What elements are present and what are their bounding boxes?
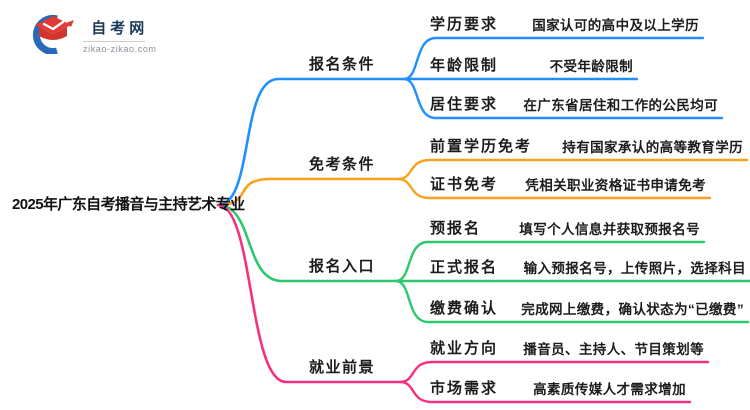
branch-label-baoming-tiaojian: 报名条件 [308, 56, 375, 73]
child-value-baoming-tiaojian-0: 国家认可的高中及以上学历 [532, 18, 699, 33]
child-line-baoming-rukou-2 [394, 279, 750, 324]
child-value-jiuye-qianjing-1: 高素质传媒人才需求增加 [533, 382, 686, 397]
child-line-jiuye-qianjing-0 [398, 360, 710, 384]
branch-label-miankao-tiaojian: 免考条件 [308, 156, 375, 173]
child-key-baoming-rukou-1: 正式报名 [430, 259, 499, 276]
child-value-baoming-rukou-1: 输入预报名号，上传照片，选择科目 [523, 261, 746, 276]
logo-site-name: 自考网 [91, 19, 149, 37]
child-value-baoming-tiaojian-1: 不受年龄限制 [549, 59, 633, 74]
branch-label-jiuye-qianjing: 就业前景 [308, 359, 375, 376]
child-key-jiuye-qianjing-0: 就业方向 [430, 340, 499, 357]
logo-divider [83, 40, 145, 42]
child-line-jiuye-qianjing-1 [398, 380, 692, 404]
child-line-baoming-rukou-0 [394, 240, 706, 283]
child-key-baoming-rukou-2: 缴费确认 [430, 300, 499, 317]
child-key-baoming-tiaojian-0: 学历要求 [430, 16, 499, 33]
child-line-baoming-tiaojian-2 [402, 77, 724, 120]
graduation-cap-icon [32, 15, 74, 54]
child-key-baoming-tiaojian-2: 居住要求 [430, 96, 499, 113]
child-line-baoming-tiaojian-0 [402, 36, 705, 81]
child-value-baoming-tiaojian-2: 在广东省居住和工作的公民均可 [523, 98, 718, 113]
child-line-miankao-tiaojian-1 [396, 177, 712, 200]
child-key-baoming-tiaojian-1: 年龄限制 [430, 57, 499, 74]
child-value-baoming-rukou-0: 填写个人信息并获取预报名号 [519, 222, 700, 237]
child-key-jiuye-qianjing-1: 市场需求 [430, 380, 499, 397]
child-key-baoming-rukou-0: 预报名 [430, 220, 482, 237]
child-key-miankao-tiaojian-1: 证书免考 [430, 176, 499, 193]
logo-domain-url: zikao-zikao.com [83, 43, 157, 54]
root-node-title: 2025年广东自考播音与主持艺术专业 [12, 196, 245, 213]
child-value-baoming-rukou-2: 完成网上缴费，确认状态为“已缴费” [521, 302, 744, 317]
branch-line-miankao-tiaojian [216, 177, 400, 207]
child-value-miankao-tiaojian-1: 凭相关职业资格证书申请免考 [525, 178, 706, 193]
branch-label-baoming-rukou: 报名入口 [308, 258, 375, 275]
branch-line-baoming-tiaojian [216, 77, 406, 207]
branch-line-jiuye-qianjing [216, 203, 402, 384]
child-key-miankao-tiaojian-0: 前置学历免考 [430, 138, 533, 155]
logo-text-block: 自考网 zikao-zikao.com [83, 15, 157, 54]
child-value-miankao-tiaojian-0: 持有国家承认的高等教育学历 [562, 140, 743, 155]
site-logo: 自考网 zikao-zikao.com [30, 12, 160, 56]
child-value-jiuye-qianjing-0: 播音员、主持人、节目策划等 [523, 342, 704, 357]
branch-line-baoming-rukou [216, 203, 398, 283]
